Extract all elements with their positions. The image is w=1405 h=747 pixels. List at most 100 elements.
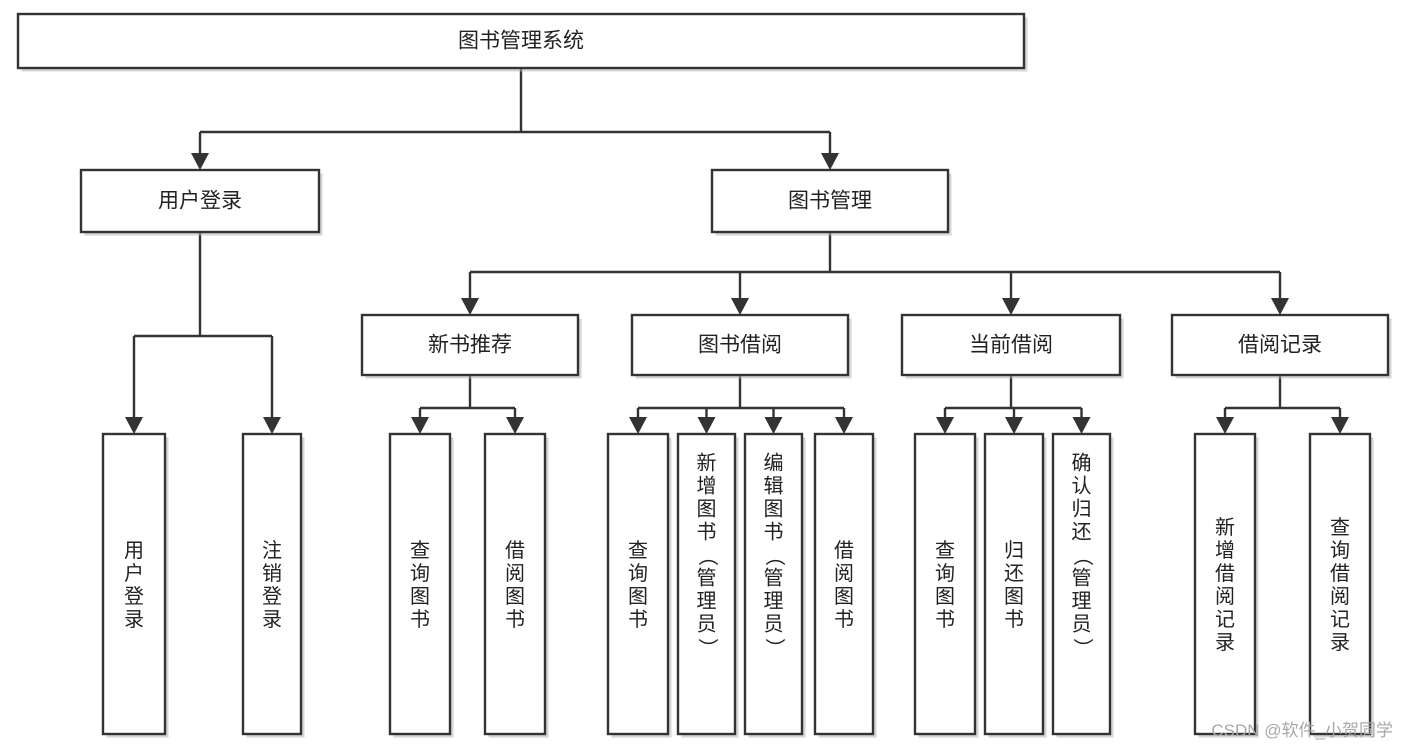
arrow-head-icon xyxy=(835,417,853,434)
node-label-char: 员 xyxy=(1072,613,1092,635)
node-rect[interactable] xyxy=(813,432,875,736)
node-label: 用户登录 xyxy=(158,190,242,213)
arrow-head-icon xyxy=(1216,417,1234,434)
node-rect[interactable] xyxy=(360,313,580,377)
node-label-char: 查 xyxy=(410,539,430,562)
arrow-head-icon xyxy=(629,417,647,434)
node-rect[interactable] xyxy=(676,432,737,736)
connector-layer xyxy=(125,68,1349,434)
connector-conn-new-book-recommend xyxy=(411,375,524,434)
node-borrow-record[interactable]: 借阅记录 xyxy=(1170,313,1392,379)
node-rect[interactable] xyxy=(101,432,167,736)
csdn-watermark: CSDN @软件_小贺同学 xyxy=(1211,721,1393,740)
node-label-char: 认 xyxy=(1072,474,1092,497)
node-rect[interactable] xyxy=(79,168,321,234)
node-label-char: 询 xyxy=(410,562,430,585)
node-rect[interactable] xyxy=(900,313,1122,377)
node-label-char: 图 xyxy=(628,586,648,608)
node-user-login[interactable]: 用户登录 xyxy=(79,168,323,236)
node-rect[interactable] xyxy=(483,432,547,736)
node-label-char: 图 xyxy=(410,586,430,608)
arrow-head-icon xyxy=(821,153,839,170)
node-rect[interactable] xyxy=(743,432,804,736)
arrow-head-icon xyxy=(697,417,716,434)
node-label-char: 增 xyxy=(697,474,717,497)
connector-conn-user-login xyxy=(125,232,281,434)
node-rect[interactable] xyxy=(16,12,1026,70)
node-rect[interactable] xyxy=(913,432,977,736)
connector-conn-book-borrow xyxy=(629,375,853,434)
arrow-head-icon xyxy=(764,417,783,434)
arrow-head-icon xyxy=(1005,417,1023,434)
node-label-char: 记 xyxy=(1330,608,1350,631)
node-rect[interactable] xyxy=(1051,432,1112,736)
node-label-char: 借 xyxy=(505,539,525,562)
node-label-char: 新 xyxy=(1215,516,1235,539)
node-label-char: （ xyxy=(1071,546,1094,566)
node-label-char: 图 xyxy=(764,498,784,520)
node-label-char: 录 xyxy=(262,609,282,631)
node-root[interactable]: 图书管理系统 xyxy=(16,12,1028,72)
node-label-char: 理 xyxy=(764,590,784,612)
node-label: 新书推荐 xyxy=(428,334,512,357)
node-rect[interactable] xyxy=(606,432,670,736)
connector-conn-root xyxy=(191,68,839,170)
node-label-char: 书 xyxy=(935,608,955,631)
connector-conn-borrow-record xyxy=(1216,375,1349,434)
node-layer: 图书管理系统用户登录图书管理新书推荐图书借阅当前借阅借阅记录用户登录注销登录查询… xyxy=(16,12,1392,738)
node-current-borrow[interactable]: 当前借阅 xyxy=(900,313,1124,379)
node-rect[interactable] xyxy=(1308,432,1372,736)
node-label-char: 书 xyxy=(1004,608,1024,631)
arrow-head-icon xyxy=(461,298,479,315)
node-label-char: 阅 xyxy=(505,562,525,585)
node-label-char: 编 xyxy=(764,451,784,474)
node-label-char: 管 xyxy=(764,566,784,589)
node-label-char: 图 xyxy=(505,586,525,608)
node-book-manage[interactable]: 图书管理 xyxy=(710,168,952,236)
node-label-char: 阅 xyxy=(1330,585,1350,608)
node-rect[interactable] xyxy=(710,168,950,234)
node-label-char: 确 xyxy=(1072,451,1092,474)
connector-conn-book-manage xyxy=(461,232,1289,315)
node-rect[interactable] xyxy=(1170,313,1390,377)
node-leaf-user-login[interactable]: 用户登录 xyxy=(101,432,169,738)
node-label-char: 图 xyxy=(935,586,955,608)
node-rect[interactable] xyxy=(630,313,850,377)
node-label-char: 登 xyxy=(124,585,144,608)
node-rect[interactable] xyxy=(983,432,1045,736)
node-label-char: 还 xyxy=(1004,562,1024,585)
node-label-char: 管 xyxy=(697,566,717,589)
node-rect[interactable] xyxy=(1193,432,1257,736)
node-rect[interactable] xyxy=(388,432,452,736)
node-rect[interactable] xyxy=(241,432,303,736)
node-book-borrow[interactable]: 图书借阅 xyxy=(630,313,852,379)
node-label-char: 查 xyxy=(628,539,648,562)
node-label-char: （ xyxy=(696,546,719,566)
node-label-char: 注 xyxy=(262,539,282,562)
arrow-head-icon xyxy=(1002,298,1020,315)
node-label-char: 图 xyxy=(1004,586,1024,608)
node-label-char: （ xyxy=(763,546,786,566)
node-label: 图书借阅 xyxy=(698,334,782,357)
arrow-head-icon xyxy=(1331,417,1349,434)
arrow-head-icon xyxy=(1072,417,1091,434)
node-label-char: ） xyxy=(1071,638,1094,658)
node-label-char: 归 xyxy=(1004,539,1024,562)
node-label-char: 管 xyxy=(1072,566,1092,589)
node-new-book-recommend[interactable]: 新书推荐 xyxy=(360,313,582,379)
node-label: 图书管理 xyxy=(788,190,872,213)
node-label-char: 辑 xyxy=(764,474,784,497)
